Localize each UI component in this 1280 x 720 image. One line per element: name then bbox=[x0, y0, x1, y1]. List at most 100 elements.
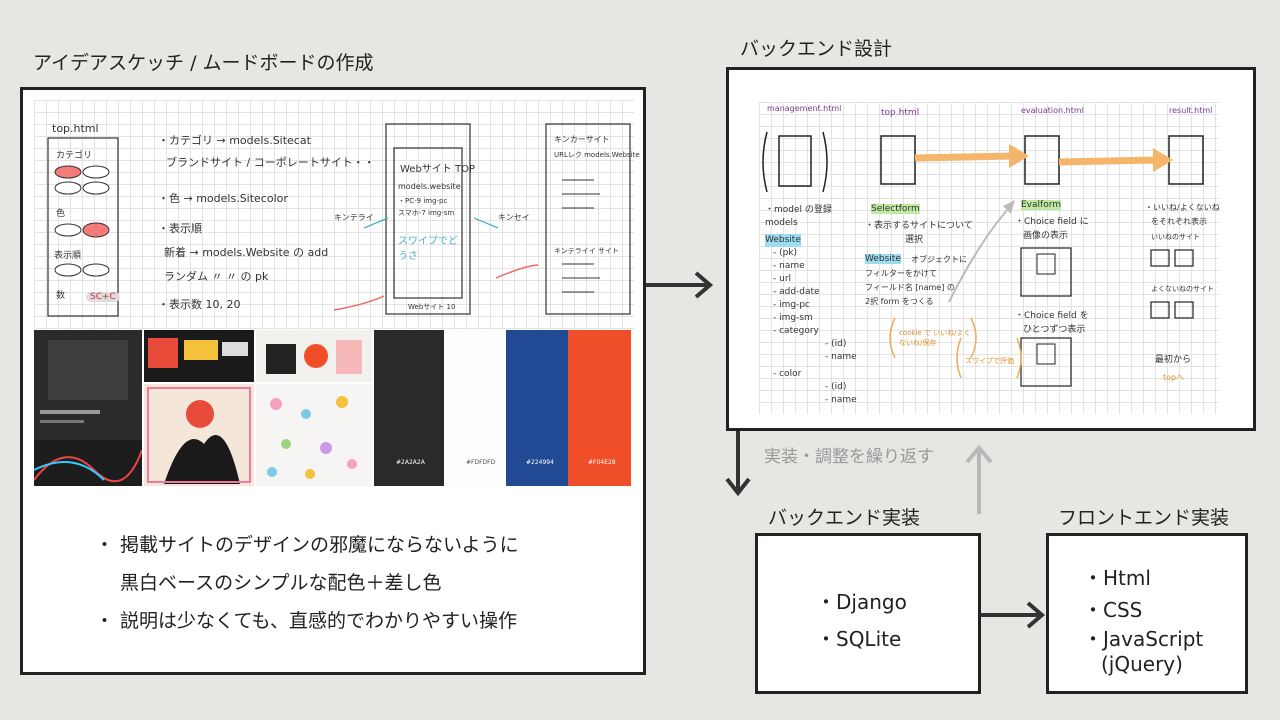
sketch-note: ・表示数 10, 20 bbox=[158, 298, 241, 311]
sketch-note: ・カテゴリ → models.Sitecat bbox=[158, 134, 311, 147]
sketch-photo: top.html カテゴリ 色 表示順 数 SC+C ・カテゴリ → model… bbox=[34, 100, 640, 330]
sketch-left-label: キンテライ bbox=[334, 213, 374, 222]
evalform-line: 画像の表示 bbox=[1023, 231, 1069, 241]
model-line: - url bbox=[773, 274, 792, 284]
sketch-page3-title: キンカーサイト bbox=[554, 135, 610, 144]
sketch-page2-swipe: スワイプでどうさ bbox=[398, 236, 458, 262]
mood-image-dark-poster bbox=[34, 330, 142, 486]
backend-impl-item: ・Django bbox=[816, 590, 907, 614]
idea-sketch-panel: top.html カテゴリ 色 表示順 数 SC+C ・カテゴリ → model… bbox=[20, 87, 646, 675]
arrow-right-icon bbox=[980, 601, 1046, 629]
frontend-impl-list: ・Html ・CSS ・JavaScript (jQuery) bbox=[1083, 562, 1203, 676]
design-note: ・ 掲載サイトのデザインの邪魔にならないように bbox=[95, 534, 519, 556]
website-tag: Website bbox=[865, 254, 901, 264]
swatch-label: #2A2A2A bbox=[396, 459, 425, 466]
sketch-page1-item: 色 bbox=[56, 209, 66, 219]
page-label: evaluation.html bbox=[1021, 106, 1084, 115]
color-swatch: #2A2A2A bbox=[374, 330, 444, 486]
filter-line: オブジェクトに bbox=[911, 255, 967, 264]
filter-line: フィルターをかけて bbox=[865, 269, 937, 278]
loop-label: 実装・調整を繰り返す bbox=[764, 447, 934, 467]
sketch-page1-item: カテゴリ bbox=[56, 151, 93, 161]
mood-image-pop-banner bbox=[144, 330, 254, 382]
model-line: - img-sm bbox=[773, 313, 813, 323]
backend-impl-title: バックエンド実装 bbox=[768, 507, 921, 529]
model-list: ・model の登録 models Website - (pk) - name … bbox=[765, 204, 857, 407]
model-line: - (pk) bbox=[773, 248, 798, 258]
color-swatch: #FDFDFD bbox=[444, 330, 506, 486]
model-line: - name bbox=[825, 352, 857, 362]
mood-image-shapes bbox=[256, 330, 372, 382]
sketch-note: 新着 → models.Website の add bbox=[164, 246, 329, 259]
color-swatch: #224994 bbox=[506, 330, 568, 486]
result-line: をそれぞれ表示 bbox=[1151, 217, 1207, 226]
result-line: いいねのサイト bbox=[1151, 233, 1200, 241]
model-line: - (id) bbox=[825, 382, 847, 392]
model-line: Website bbox=[765, 234, 801, 247]
cookie-note: cookie で いいね/よくないね/保存 bbox=[899, 329, 971, 347]
backend-impl-box: ・Django ・SQLite bbox=[755, 533, 981, 694]
evalform-tag: Evalform bbox=[1021, 200, 1062, 210]
sketch-page2-footer: Webサイト 10 bbox=[408, 303, 456, 311]
sketch-page1-item: 数 bbox=[56, 291, 66, 301]
backend-impl-item: ・SQLite bbox=[816, 627, 902, 651]
sketch-note: ブランドサイト / コーポレートサイト・・ bbox=[166, 156, 375, 169]
sketch-note: ランダム 〃 〃 の pk bbox=[164, 270, 269, 283]
result-line: よくないねのサイト bbox=[1151, 285, 1214, 293]
left-section-title: アイデアスケッチ / ムードボードの作成 bbox=[33, 52, 374, 74]
swatch-label: #F04E28 bbox=[588, 459, 616, 466]
design-notes: ・ 掲載サイトのデザインの邪魔にならないように 黒白ベースのシンプルな配色＋差し… bbox=[95, 526, 519, 640]
sketch-page1-title: top.html bbox=[52, 122, 99, 135]
arrow-up-icon bbox=[965, 444, 993, 514]
filter-line: フィールド名 [name] の bbox=[865, 283, 955, 292]
frontend-impl-item: ・CSS bbox=[1083, 598, 1143, 622]
mood-image-pattern bbox=[256, 384, 372, 486]
sketch-page3-mid: キンテライイ サイト bbox=[554, 247, 620, 255]
sketch-page2-title: Webサイト TOP bbox=[400, 164, 475, 175]
swatch-label: #224994 bbox=[526, 459, 554, 466]
frontend-impl-item: (jQuery) bbox=[1101, 652, 1183, 676]
backend-design-title: バックエンド設計 bbox=[740, 38, 893, 60]
arrow-right-icon bbox=[646, 271, 714, 299]
arrow-down-icon bbox=[725, 431, 751, 497]
sketch-page2-line: ・PC-9 img-pc bbox=[398, 197, 448, 205]
frontend-impl-item: ・JavaScript bbox=[1083, 627, 1204, 651]
model-line: - name bbox=[825, 395, 857, 405]
swatch-label: #FDFDFD bbox=[466, 459, 496, 466]
result-line: 最初から bbox=[1155, 355, 1192, 365]
mood-image-illustration bbox=[144, 384, 254, 486]
frontend-impl-box: ・Html ・CSS ・JavaScript (jQuery) bbox=[1046, 533, 1248, 694]
model-line: - category bbox=[773, 326, 819, 336]
sketch-page1-badge: SC+C bbox=[86, 292, 120, 302]
result-line: ・いいね/よくないね bbox=[1145, 203, 1220, 212]
selectform-tag: Selectform bbox=[871, 204, 920, 214]
backend-sketch-drawing bbox=[762, 131, 1204, 387]
page-label: management.html bbox=[767, 104, 842, 113]
page-label: top.html bbox=[881, 108, 920, 118]
model-line: - add-date bbox=[773, 287, 820, 297]
sketch-drawing bbox=[47, 123, 631, 317]
frontend-impl-title: フロントエンド実装 bbox=[1058, 507, 1230, 529]
sketch-note: ・色 → models.Sitecolor bbox=[158, 192, 288, 205]
filter-line: 2択 form をつくる bbox=[865, 297, 934, 306]
design-note: ・ 説明は少なくても、直感的でわかりやすい操作 bbox=[95, 610, 517, 632]
swipe-note: スワイプで評価 bbox=[965, 357, 1014, 365]
choice-line: ひとつずつ表示 bbox=[1023, 325, 1086, 335]
model-line: - name bbox=[773, 261, 805, 271]
model-line: ・model の登録 bbox=[765, 205, 832, 215]
result-line: topへ bbox=[1163, 373, 1185, 382]
sketch-page1-item: 表示順 bbox=[54, 251, 82, 261]
backend-impl-list: ・Django ・SQLite bbox=[816, 586, 907, 655]
color-swatch: #F04E28 bbox=[568, 330, 631, 486]
design-note: 黒白ベースのシンプルな配色＋差し色 bbox=[95, 572, 442, 594]
evalform-line: ・Choice field に bbox=[1015, 217, 1089, 227]
sketch-right-label: キンセイ bbox=[498, 213, 530, 222]
selectform-line: ・表示するサイトについて bbox=[865, 221, 973, 231]
model-line: - color bbox=[773, 369, 802, 379]
frontend-impl-item: ・Html bbox=[1083, 566, 1151, 590]
backend-sketch-photo: management.html top.html evaluation.html… bbox=[759, 102, 1220, 414]
model-line: - img-pc bbox=[773, 300, 810, 310]
choice-line: ・Choice field を bbox=[1015, 311, 1089, 321]
page-label: result.html bbox=[1169, 106, 1213, 115]
sketch-page2-line: スマホ-7 img-sm bbox=[398, 209, 455, 217]
